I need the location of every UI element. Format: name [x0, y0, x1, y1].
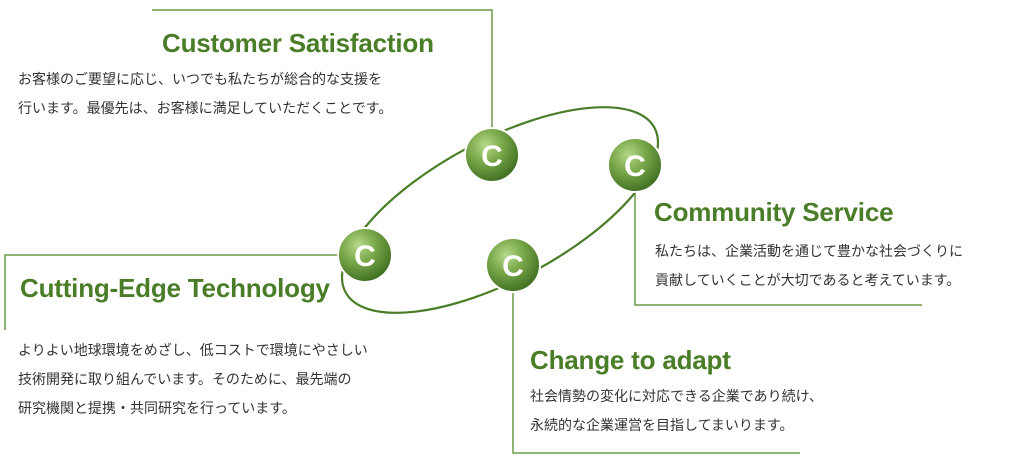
orb-letter: C — [502, 250, 524, 283]
text-line: 社会情勢の変化に対応できる企業であり続け、 — [530, 389, 823, 405]
cutting-edge-technology-heading: Cutting-Edge Technology — [20, 273, 330, 303]
customer-satisfaction-heading: Customer Satisfaction — [162, 28, 434, 58]
change-to-adapt-heading: Change to adapt — [530, 345, 731, 375]
text-line: 貢献していくことが大切であると考えています。 — [655, 273, 961, 289]
community-service-heading: Community Service — [654, 197, 894, 227]
text-line: 私たちは、企業活動を通じて豊かな社会づくりに — [655, 244, 963, 260]
customer-satisfaction-text: お客様のご要望に応じ、いつでも私たちが総合的な支援を 行います。最優先は、お客様… — [18, 66, 392, 124]
text-line: 技術開発に取り組んでいます。そのために、最先端の — [18, 372, 352, 388]
customer-frame-line — [152, 9, 493, 155]
orb-adapt: C — [485, 237, 541, 293]
community-service-text: 私たちは、企業活動を通じて豊かな社会づくりに 貢献していくことが大切であると考え… — [655, 238, 963, 296]
orb-letter: C — [481, 140, 503, 173]
orb-customer: C — [464, 127, 520, 183]
text-line: 永続的な企業運営を目指してまいります。 — [530, 418, 794, 434]
orb-letter: C — [624, 150, 646, 183]
cutting-edge-technology-text: よりよい地球環境をめざし、低コストで環境にやさしい 技術開発に取り組んでいます。… — [18, 337, 368, 424]
orb-letter: C — [354, 240, 376, 273]
technology-frame-line — [4, 254, 340, 330]
orb-technology: C — [337, 227, 393, 283]
text-line: よりよい地球環境をめざし、低コストで環境にやさしい — [18, 343, 368, 359]
text-line: お客様のご要望に応じ、いつでも私たちが総合的な支援を — [18, 72, 382, 88]
orb-community: C — [607, 137, 663, 193]
adapt-frame-line — [512, 290, 800, 454]
text-line: 行います。最優先は、お客様に満足していただくことです。 — [18, 101, 393, 117]
community-frame-line — [634, 190, 922, 306]
text-line: 研究機関と提携・共同研究を行っています。 — [18, 401, 296, 417]
change-to-adapt-text: 社会情勢の変化に対応できる企業であり続け、 永続的な企業運営を目指してまいります… — [530, 383, 823, 441]
